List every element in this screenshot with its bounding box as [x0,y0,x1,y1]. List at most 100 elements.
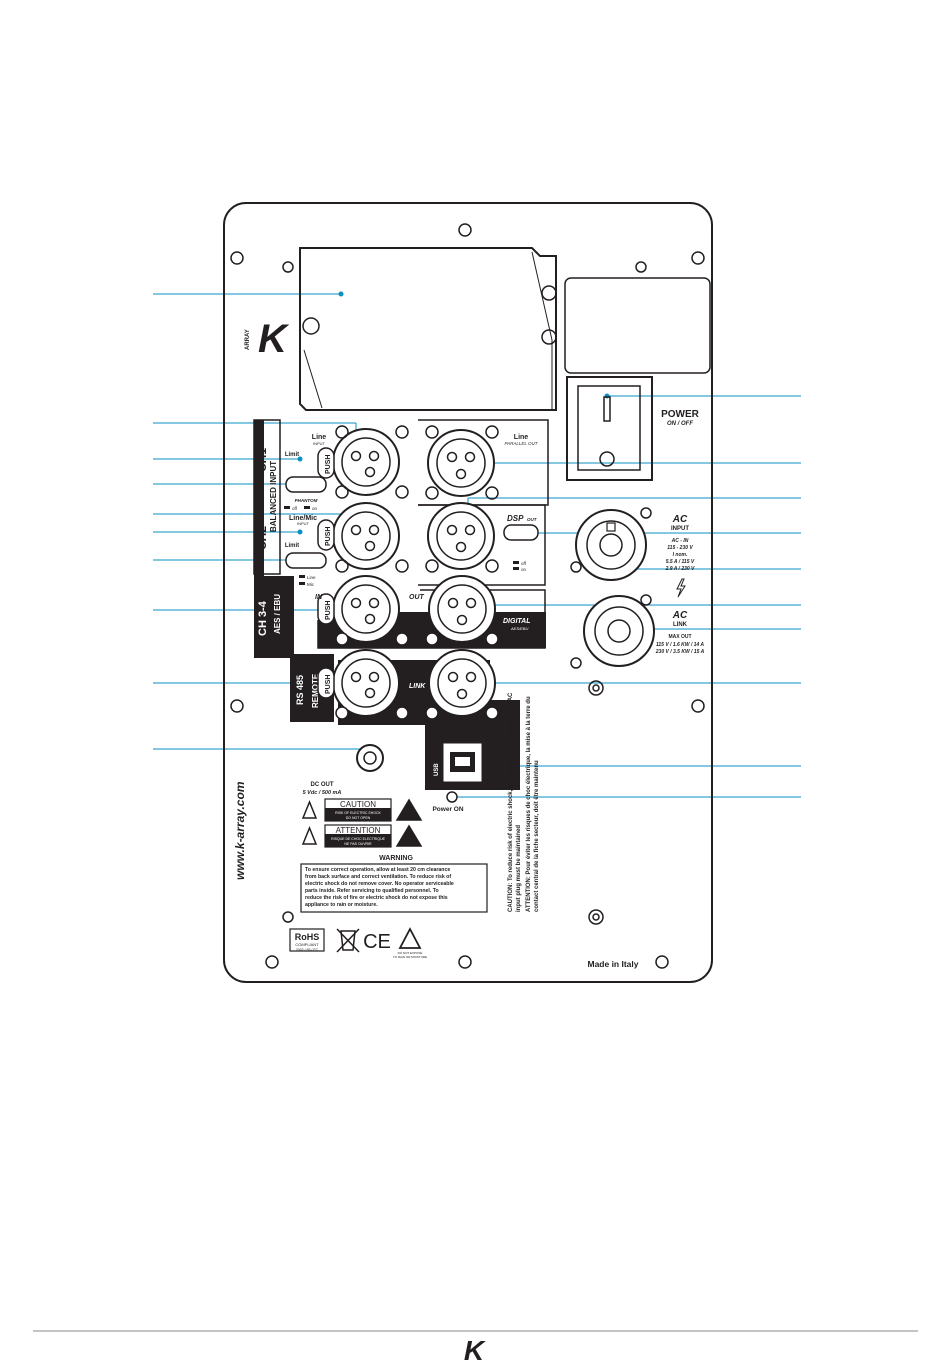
xlr-link[interactable] [425,649,499,720]
rohs-label: RoHS [295,932,320,942]
link-label: LINK [409,683,426,690]
xlr-aes-out[interactable] [425,575,499,646]
warning-line-2: from back surface and correct ventilatio… [305,874,451,880]
line-mark [299,575,305,578]
ac-link-title: AC [672,610,688,621]
caution-sub: RISK OF ELECTRIC SHOCK [335,811,381,815]
digital-label: DIGITAL [503,618,530,625]
attention-title: ATTENTION [336,826,381,835]
logo-letter: K [258,317,290,361]
ce-mark: CE [363,931,391,953]
ac-spec-5: 2.9 A / 230 V [665,566,695,572]
aes-ebu-label: AES / EBU [273,594,282,634]
mic-opt-label: Mic [307,582,315,587]
xlr-dsp-out[interactable] [425,502,499,573]
ac-spec-3: I nom. [673,552,688,558]
push-label-3: PUSH [325,601,332,620]
xlr-aes-in[interactable] [332,575,409,646]
caution-title: CAUTION [340,800,376,809]
vertical-caution-1: CAUTION: To reduce risk of electric shoc… [508,692,514,912]
dc-out-jack[interactable] [356,744,384,772]
caution-sub2: DO NOT OPEN [346,816,371,820]
max-out-1: 115 V / 1.6 KW / 14 A [656,642,704,648]
digital-sub-label: AES/EBU [510,626,528,631]
warning-triangles [301,798,423,847]
line-input-sub: INPUT [313,441,326,446]
ch2-label: CH2 [255,526,269,550]
phantom-on-mark [304,506,310,509]
parallel-line-label: Line [514,434,528,441]
warning-line-1: To ensure correct operation, allow at le… [305,867,450,873]
max-out-label: MAX OUT [668,634,691,640]
line-mic-label: Line/Mic [289,515,317,522]
vertical-caution-2: input plug must be maintained [516,825,522,912]
label-window [564,277,711,374]
ch1-label: CH1 [255,448,269,472]
phantom-off-mark [284,506,290,509]
ac-input-connector[interactable] [575,509,647,581]
vertical-attention-1: ATTENTION: Pour éviter les risques de ch… [526,696,532,912]
ac-spec-4: 5.5 A / 115 V [666,559,695,565]
power-subtitle: ON / OFF [667,421,693,427]
attention-box [324,824,392,848]
lightning-icon [676,578,686,598]
xlr-parallel-out[interactable] [425,425,499,500]
panel-outline [223,202,713,983]
phantom-switch[interactable] [285,476,327,493]
phantom-on-label: on [312,506,318,511]
rs485-label: RS 485 [295,675,305,705]
remote-label: REMOTE [311,673,320,708]
phantom-label: PHANTOM [295,498,318,503]
dsp-label: DSP [507,514,524,523]
power-led [446,791,458,803]
xlr-input-ch1[interactable] [332,425,409,499]
rohs-sub: COMPLIANT [295,942,319,947]
power-switch[interactable] [566,376,653,481]
aes-out-label: OUT [409,594,425,601]
dsp-switch[interactable] [503,524,539,541]
limit-label-2: Limit [285,543,299,549]
ac-input-title: AC [672,514,688,525]
dsp-out-label: OUT [527,517,538,522]
rohs-sub2: 2002 / 95 / EC [296,948,319,952]
dsp-off-mark [513,561,519,564]
tri-note: DO NOT EXPOSE [398,951,423,955]
dc-out-spec: 5 Vdc / 500 mA [303,790,342,796]
push-latches[interactable] [317,447,335,699]
attention-sub2: NE PAS OUVRIR [344,842,372,846]
ac-link-connector[interactable] [583,595,655,667]
ac-spec-2: 115 - 230 V [667,545,693,551]
warning-line-6: appliance to rain or moisture. [305,902,378,908]
caution-triangle-icon [398,927,422,949]
aes-in-label: IN [315,594,323,601]
line-mic-sub: INPUT [297,521,310,526]
xlr-remote[interactable] [332,649,409,720]
balanced-input-label: BALANCED INPUT [269,461,278,532]
tri-note2: TO RAIN OR MOISTURE [393,955,427,959]
k-array-logo: K ARRAY [245,317,290,361]
module-plate [299,247,557,411]
caution-box [324,798,392,822]
push-label-1: PUSH [325,455,332,474]
max-out-2: 230 V / 3.5 KW / 15 A [655,649,705,655]
website-url: www.k-array.com [233,781,247,880]
ac-input-sub: INPUT [671,526,689,532]
ac-link-sub: LINK [673,622,688,628]
mic-mark [299,582,305,585]
xlr-input-ch2[interactable] [332,502,409,573]
usb-port[interactable] [443,743,482,782]
warning-line-4: parts inside. Refer servicing to qualifi… [305,888,439,894]
made-in-italy: Made in Italy [587,959,638,969]
power-on-label: Power ON [432,806,463,813]
warning-title: WARNING [379,855,413,862]
dsp-on-label: on [521,567,527,572]
warning-line-5: reduce the risk of fire or electric shoc… [305,895,448,901]
ac-spec-1: AC - IN [671,538,689,544]
dc-out-title: DC OUT [311,782,334,788]
line-opt-label: Line [307,575,316,580]
push-label-4: PUSH [325,675,332,694]
panel-screw-holes [230,223,705,969]
line-mic-switch[interactable] [285,552,327,569]
weee-bin-icon [336,928,360,953]
dsp-on-mark [513,567,519,570]
